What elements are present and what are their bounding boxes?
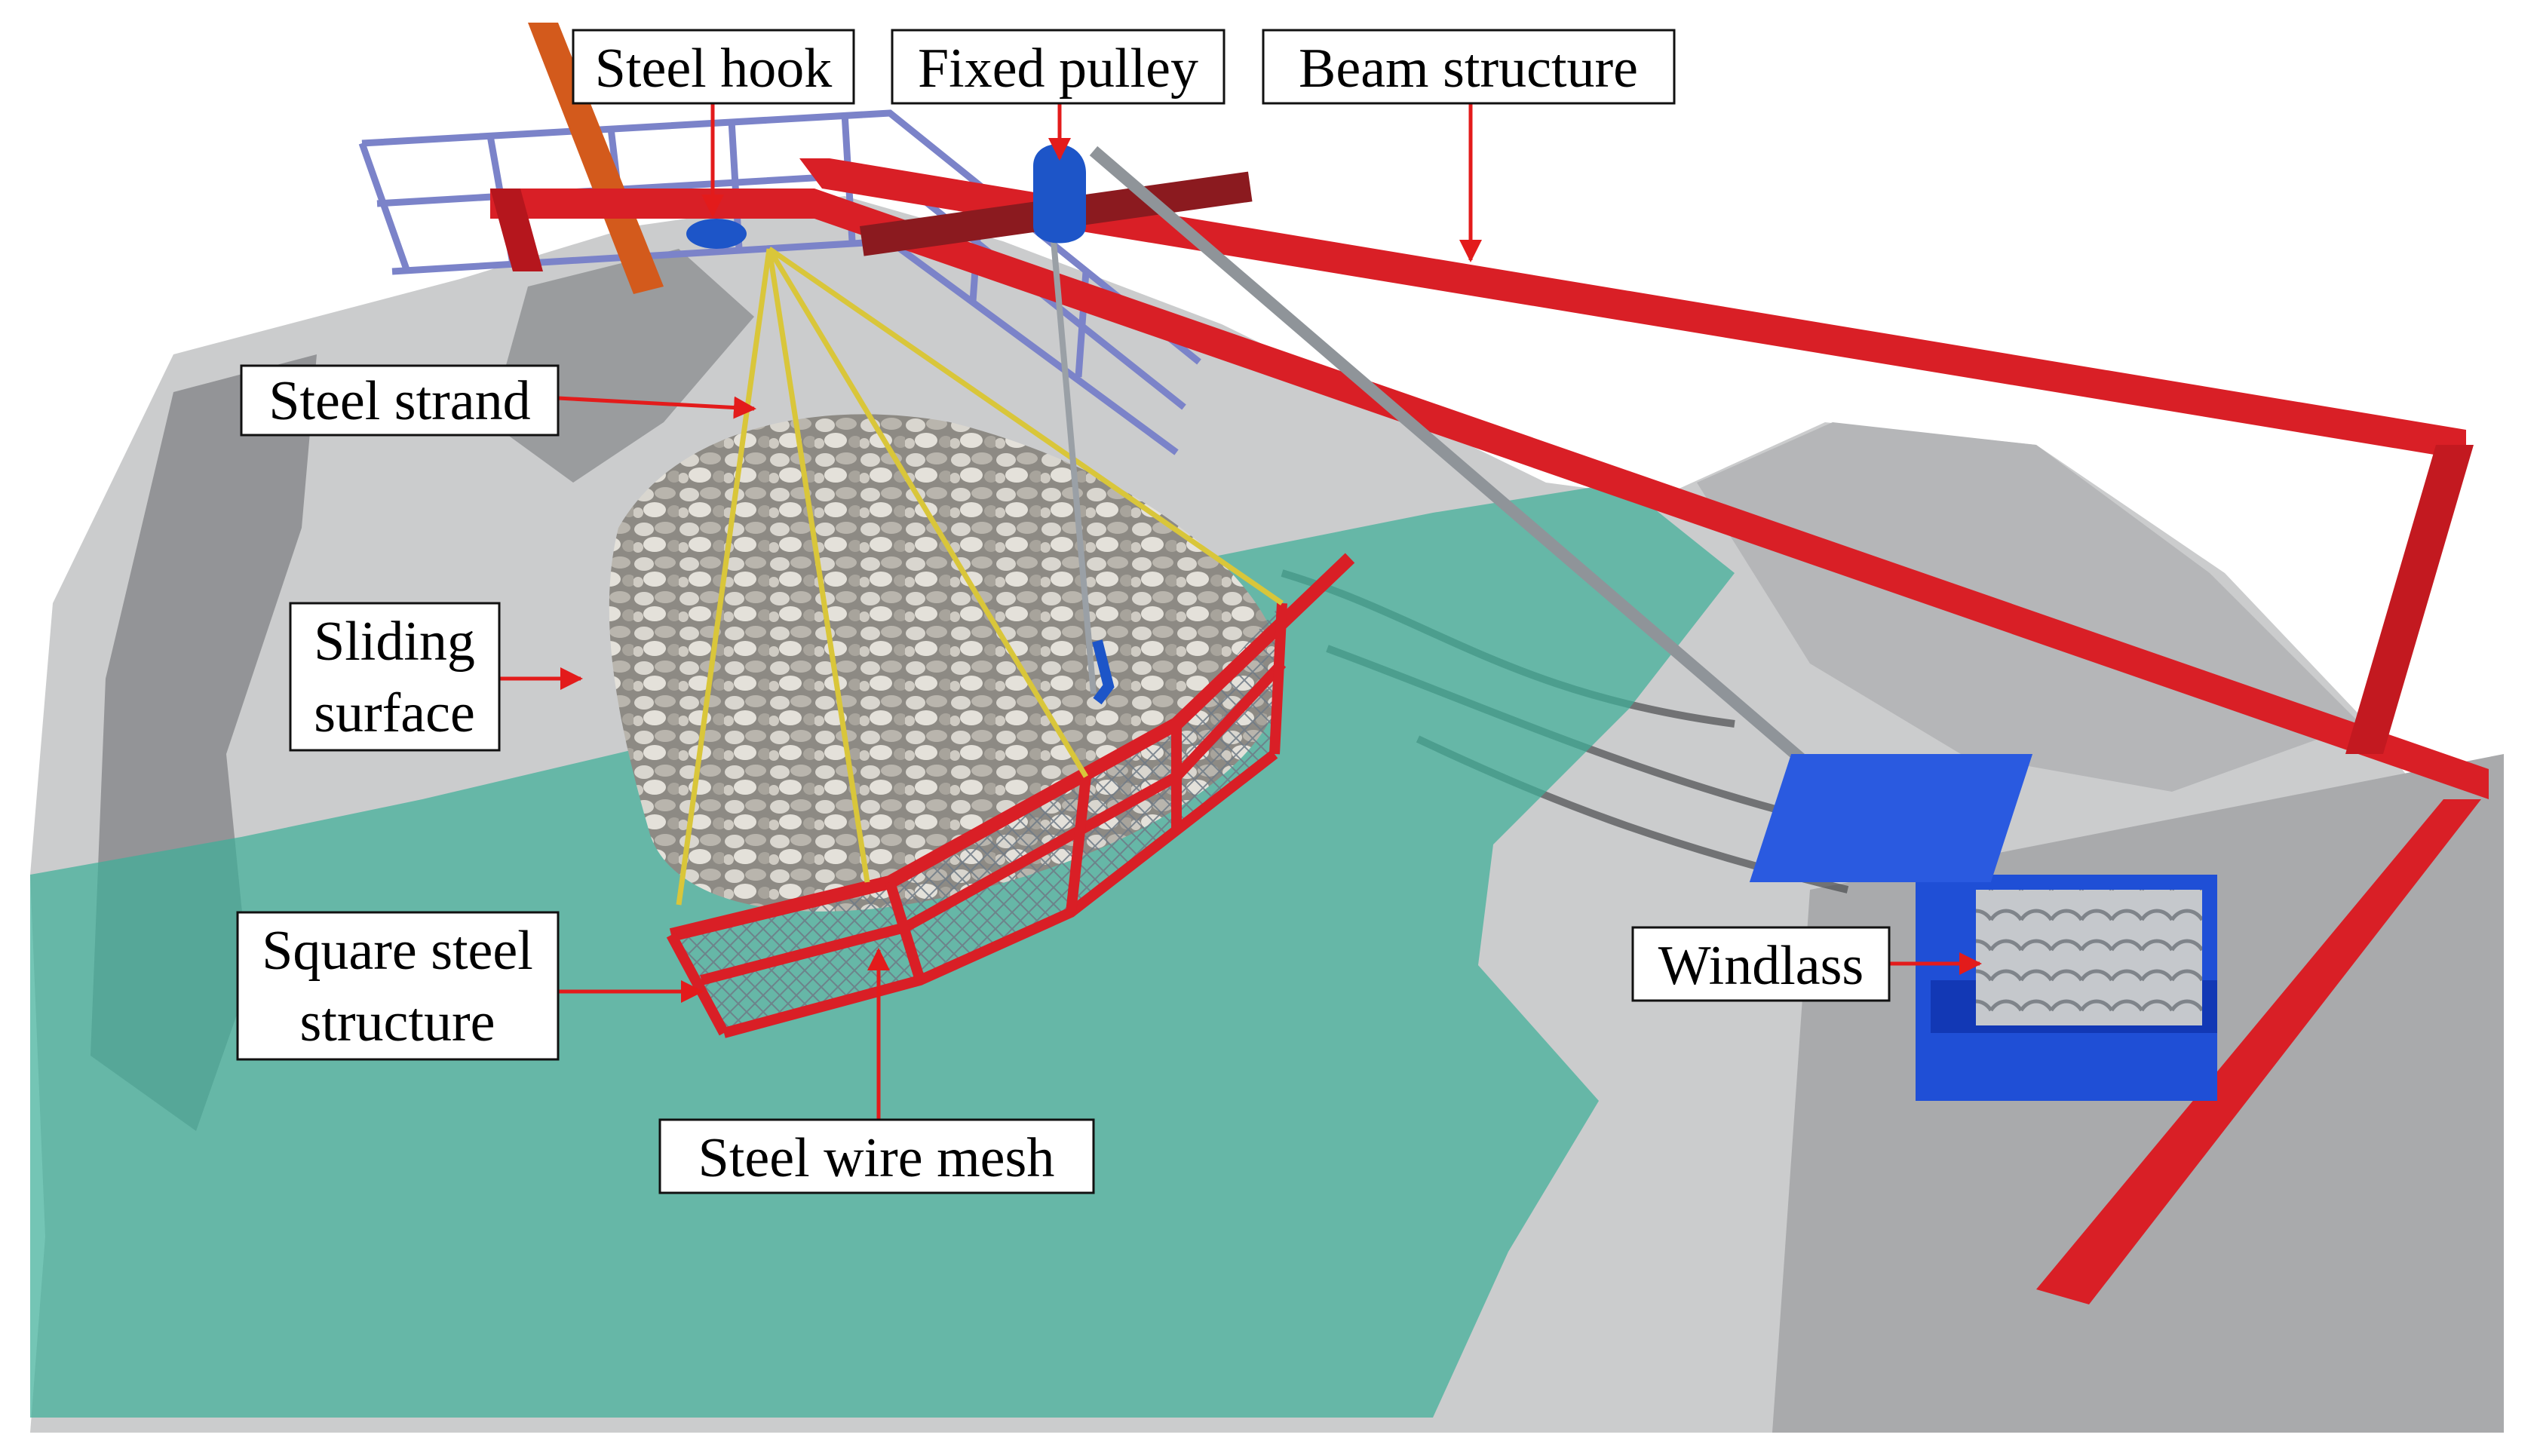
svg-text:structure: structure bbox=[300, 992, 495, 1053]
svg-text:Square steel: Square steel bbox=[262, 920, 533, 982]
mesh-panel bbox=[671, 603, 1282, 1033]
label-arrows bbox=[499, 98, 1982, 1120]
beam-right-leg-back bbox=[2345, 445, 2474, 754]
label-fixed-pulley: Fixed pulley bbox=[891, 29, 1226, 105]
fixed-pulley-shape bbox=[1033, 144, 1086, 244]
steel-hook-shape bbox=[686, 219, 747, 249]
label-steel-hook: Steel hook bbox=[572, 29, 855, 105]
svg-text:Steel wire mesh: Steel wire mesh bbox=[698, 1127, 1055, 1189]
hook-rope bbox=[1045, 180, 1097, 694]
beam-left-leg bbox=[490, 189, 543, 271]
svg-text:surface: surface bbox=[314, 682, 475, 744]
label-windlass: Windlass bbox=[1631, 926, 1891, 1002]
arrow-steel-strand bbox=[557, 396, 756, 419]
lifting-hook bbox=[1092, 639, 1115, 705]
label-steel-strand: Steel strand bbox=[240, 364, 560, 437]
svg-text:Steel strand: Steel strand bbox=[268, 370, 530, 432]
svg-text:Sliding: Sliding bbox=[314, 611, 475, 673]
beam-back bbox=[799, 158, 2466, 460]
label-steel-wire-mesh: Steel wire mesh bbox=[658, 1118, 1095, 1194]
steel-strands bbox=[676, 247, 1284, 906]
svg-text:Fixed pulley: Fixed pulley bbox=[918, 38, 1198, 100]
beam-right-leg-front bbox=[2036, 799, 2481, 1304]
right-hill bbox=[1697, 422, 2361, 792]
label-beam-structure: Beam structure bbox=[1262, 29, 1676, 105]
svg-text:Steel hook: Steel hook bbox=[595, 38, 832, 100]
label-sliding-surface: Sliding surface bbox=[289, 602, 501, 752]
label-square-steel-structure: Square steel structure bbox=[236, 911, 560, 1061]
svg-text:Beam structure: Beam structure bbox=[1299, 38, 1638, 100]
orange-post bbox=[528, 23, 664, 294]
windlass bbox=[1749, 754, 2217, 1101]
svg-text:Windlass: Windlass bbox=[1658, 935, 1864, 997]
